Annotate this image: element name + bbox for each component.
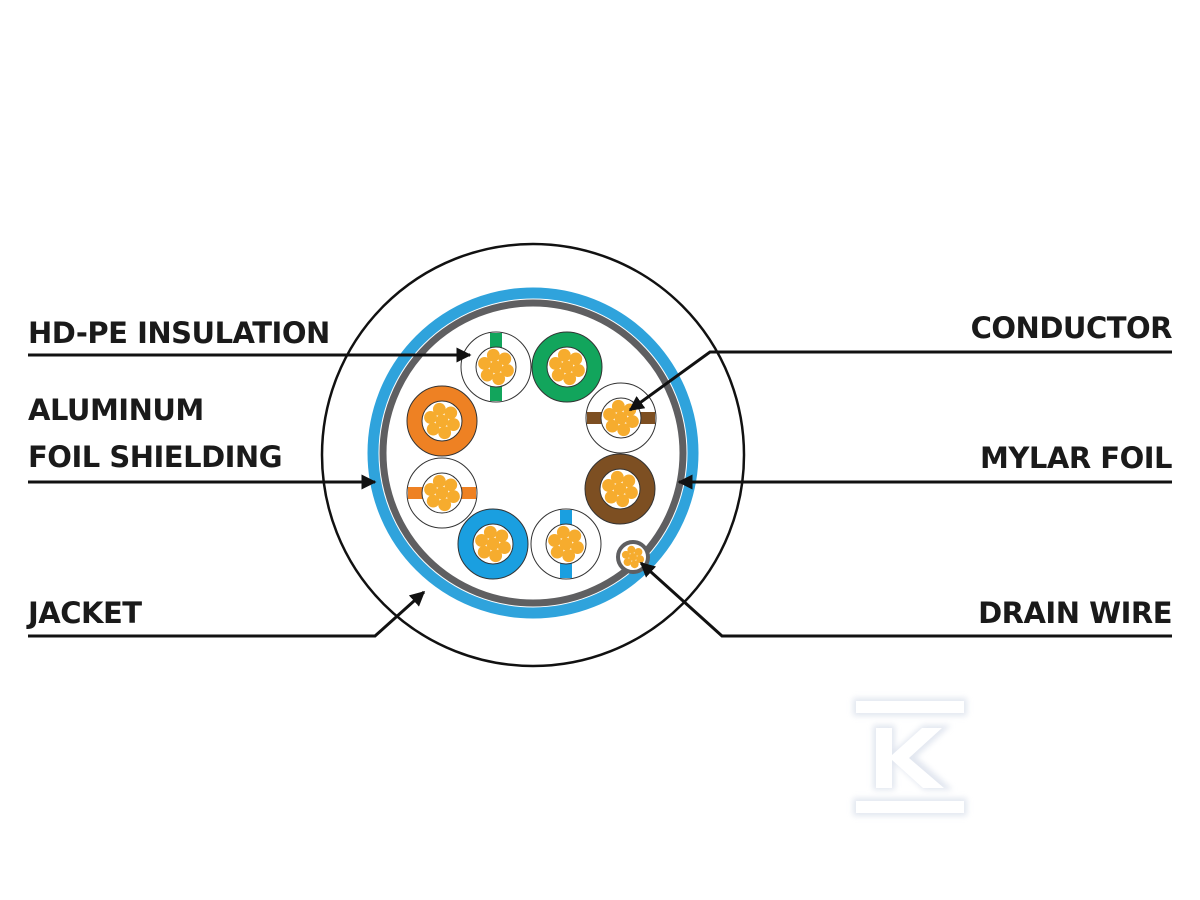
conductor-strand xyxy=(562,549,576,563)
conductor-strand xyxy=(426,422,440,436)
wire-orange xyxy=(406,385,478,457)
conductor-strand xyxy=(625,486,638,499)
conductor-strand xyxy=(489,360,503,374)
conductor-strand xyxy=(610,470,624,484)
conductor-strand xyxy=(604,490,618,504)
conductor-strand xyxy=(569,352,583,366)
conductor-strand xyxy=(489,549,503,563)
conductor-strand xyxy=(571,541,584,554)
conductor-strand xyxy=(611,399,625,413)
wire-green xyxy=(531,331,603,403)
conductor-strand xyxy=(495,529,509,543)
wire-white-orange xyxy=(406,457,478,529)
wire-white-brown xyxy=(585,382,657,454)
conductor-strand xyxy=(444,406,458,420)
conductor-strand xyxy=(424,483,437,496)
conductor-strand xyxy=(480,368,494,382)
drain-strand xyxy=(627,545,636,554)
drain-wire-leader xyxy=(639,561,1172,638)
conductor-strand xyxy=(486,348,500,362)
conductor-leader xyxy=(628,350,1172,412)
conductor-strand xyxy=(475,534,488,547)
conductor-strand xyxy=(438,426,452,440)
conductor-strand xyxy=(486,537,500,551)
drain-strand xyxy=(629,553,637,561)
conductor-strand xyxy=(426,494,440,508)
conductor-strand xyxy=(424,411,437,424)
wire-brown xyxy=(584,453,656,525)
conductor-strand xyxy=(626,415,639,428)
conductor-strand xyxy=(498,541,511,554)
mylar-foil xyxy=(379,299,687,607)
watermark-logo xyxy=(853,698,967,816)
conductor-strand xyxy=(432,402,446,416)
conductor-strand xyxy=(483,525,497,539)
conductor-strand xyxy=(560,360,574,374)
aluminum-foil-shield xyxy=(367,287,699,619)
drain-strand xyxy=(623,558,632,567)
conductor-strand xyxy=(550,545,564,559)
conductor-strand xyxy=(572,364,585,377)
drain-strand xyxy=(630,560,639,569)
conductor-strand xyxy=(435,486,449,500)
conductor-strand xyxy=(556,525,570,539)
drain-strand xyxy=(634,547,643,556)
conductor-strand xyxy=(549,357,562,370)
wire-white-blue xyxy=(530,508,602,580)
conductor-strand xyxy=(501,364,514,377)
conductor-strand xyxy=(444,478,458,492)
conductor-strand xyxy=(548,534,561,547)
conductor-strand xyxy=(622,474,636,488)
conductor-strand xyxy=(603,408,616,421)
conductor-strand xyxy=(478,357,491,370)
conductor-strand xyxy=(602,479,615,492)
conductor-strand xyxy=(498,352,512,366)
wire-white-green xyxy=(460,331,532,403)
conductor-strand xyxy=(432,474,446,488)
conductor-strand xyxy=(438,498,452,512)
label-drain-wire: DRAIN WIRE xyxy=(978,596,1172,630)
drain-strand xyxy=(636,555,645,564)
conductor-strand xyxy=(616,494,630,508)
conductor-strand xyxy=(477,545,491,559)
conductor-strand xyxy=(613,482,627,496)
drain-wire xyxy=(616,540,650,574)
label-jacket: JACKET xyxy=(26,596,142,630)
conductor-strand xyxy=(557,348,571,362)
conductor-strand xyxy=(617,423,631,437)
label-hdpe-insulation: HD-PE INSULATION xyxy=(28,316,330,350)
jacket-leader xyxy=(28,590,426,638)
label-conductor: CONDUCTOR xyxy=(971,311,1173,345)
conductor-strand xyxy=(492,372,506,386)
conductor-strand xyxy=(559,537,573,551)
conductor-strand xyxy=(447,490,460,503)
conductor-strand xyxy=(563,372,577,386)
conductor-strand xyxy=(435,414,449,428)
label-aluminum: ALUMINUM xyxy=(28,393,204,427)
conductor-strand xyxy=(568,529,582,543)
conductor-strand xyxy=(447,418,460,431)
conductor-strand xyxy=(605,419,619,433)
label-foil-shielding: FOIL SHIELDING xyxy=(28,440,282,474)
label-mylar-foil: MYLAR FOIL xyxy=(980,441,1172,475)
drain-strand xyxy=(621,550,630,559)
wire-blue xyxy=(457,508,529,580)
conductor-strand xyxy=(614,411,628,425)
conductor-strand xyxy=(551,368,565,382)
